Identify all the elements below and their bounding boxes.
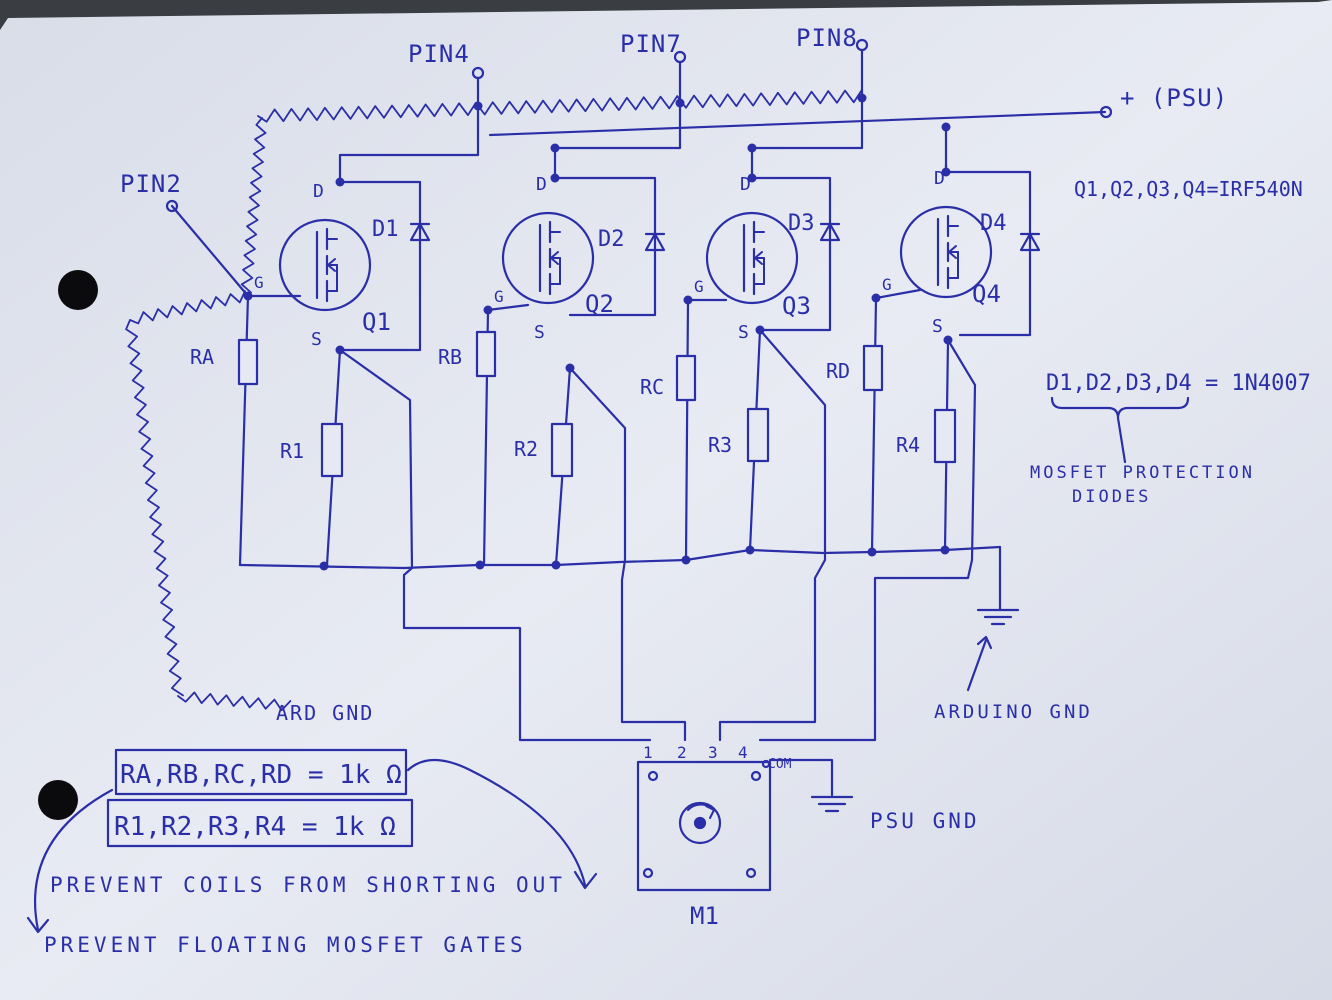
binder-hole xyxy=(38,780,78,820)
q3-gate-label: G xyxy=(694,277,704,296)
q1-label: Q1 xyxy=(362,308,391,336)
prevent-coils-note: PREVENT COILS FROM SHORTING OUT xyxy=(50,873,566,897)
pin2-label: PIN2 xyxy=(120,170,182,198)
q3-source-label: S xyxy=(738,322,749,343)
pin4-label: PIN4 xyxy=(408,40,470,68)
junction-dots xyxy=(243,93,953,571)
rc-resistor-icon xyxy=(675,354,697,402)
rc-label: RC xyxy=(640,375,664,399)
r3-label: R3 xyxy=(708,433,732,457)
motor-hole-tl xyxy=(647,770,659,782)
rs-values-label: R1,R2,R3,R4 = 1k Ω xyxy=(114,812,396,842)
q2-gate-label: G xyxy=(494,287,504,306)
q1-source-label: S xyxy=(311,329,322,350)
q4-gate-label: G xyxy=(882,275,892,294)
pin8-terminal xyxy=(855,38,869,52)
psu-plus-label: + (PSU) xyxy=(1120,84,1228,112)
r1-label: R1 xyxy=(280,439,304,463)
ra-label: RA xyxy=(190,345,214,369)
r2-resistor-icon xyxy=(550,422,574,478)
q3-label: Q3 xyxy=(782,292,811,320)
r3-resistor-icon xyxy=(746,407,770,463)
binder-hole xyxy=(58,270,98,310)
d4-label: D4 xyxy=(980,211,1007,236)
d1-label: D1 xyxy=(372,217,399,242)
ra-resistor-icon xyxy=(237,338,259,386)
rb-label: RB xyxy=(438,345,462,369)
q4-label: Q4 xyxy=(972,280,1001,308)
q2-source-label: S xyxy=(534,322,545,343)
arduino-gnd-label: ARDUINO GND xyxy=(934,701,1093,723)
q4-source-label: S xyxy=(932,316,943,337)
q1-gate-label: G xyxy=(254,273,264,292)
psu-plus-terminal xyxy=(1099,105,1113,119)
d2-label: D2 xyxy=(598,227,625,252)
r4-resistor-icon xyxy=(933,408,957,464)
com-label: COM xyxy=(768,757,792,772)
diode-note-line2: DIODES xyxy=(1072,487,1151,507)
motor-pin-1: 1 xyxy=(643,743,653,762)
motor-pin-3: 3 xyxy=(708,743,718,762)
rg-values-label: RA,RB,RC,RD = 1k Ω xyxy=(120,760,402,790)
d1-diode-icon xyxy=(409,222,431,242)
motor-pin-2: 2 xyxy=(677,743,687,762)
d2-diode-icon xyxy=(644,232,666,252)
pin8-label: PIN8 xyxy=(796,24,858,52)
r2-label: R2 xyxy=(514,437,538,461)
motor-pin-4: 4 xyxy=(738,743,748,762)
q2-drain-label: D xyxy=(536,174,547,195)
motor-hole-br xyxy=(745,867,757,879)
q2-label: Q2 xyxy=(585,290,614,318)
r1-resistor-icon xyxy=(320,422,344,478)
pin2-terminal xyxy=(165,199,179,213)
q1-drain-label: D xyxy=(313,181,324,202)
pin4-terminal xyxy=(471,66,485,80)
q3-drain-label: D xyxy=(740,174,751,195)
pin7-terminal xyxy=(673,50,687,64)
motor-hole-bl xyxy=(642,867,654,879)
diode-type-note: D1,D2,D3,D4 = 1N4007 xyxy=(1046,371,1311,396)
d3-label: D3 xyxy=(788,211,815,236)
motor-label: M1 xyxy=(690,902,719,930)
rd-label: RD xyxy=(826,359,850,383)
prevent-floating-note: PREVENT FLOATING MOSFET GATES xyxy=(44,933,527,957)
d3-diode-icon xyxy=(819,222,841,242)
motor-hole-tr xyxy=(750,770,762,782)
d4-diode-icon xyxy=(1019,232,1041,252)
zigzag-wires xyxy=(125,89,863,712)
com-terminal xyxy=(761,759,771,769)
r4-label: R4 xyxy=(896,433,920,457)
mosfet-type-note: Q1,Q2,Q3,Q4=IRF540N xyxy=(1074,177,1303,201)
diode-note-line1: MOSFET PROTECTION xyxy=(1030,463,1255,483)
rb-resistor-icon xyxy=(475,330,497,378)
rd-resistor-icon xyxy=(862,344,884,392)
psu-gnd-label: PSU GND xyxy=(870,809,980,833)
ard-gnd-scribble: ARD GND xyxy=(276,701,374,725)
q4-drain-label: D xyxy=(934,168,945,189)
pin7-label: PIN7 xyxy=(620,30,682,58)
